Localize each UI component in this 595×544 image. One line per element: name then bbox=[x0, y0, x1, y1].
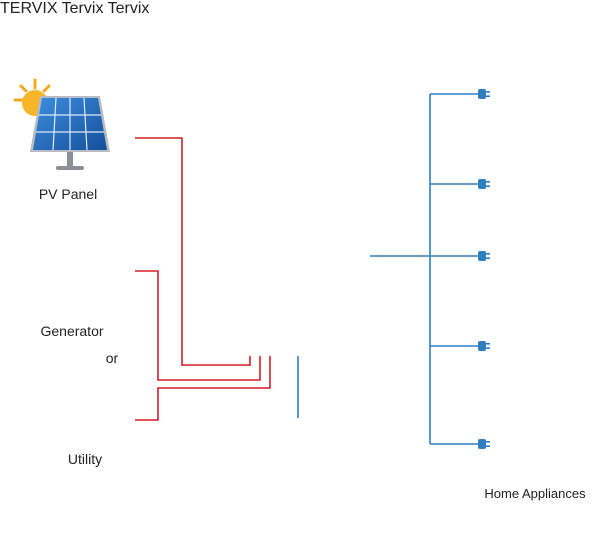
home-appliances-label: Home Appliances bbox=[484, 486, 586, 501]
generator-wire bbox=[135, 270, 261, 381]
plug-icon bbox=[478, 89, 490, 99]
output-wires bbox=[297, 93, 478, 445]
plug-icon bbox=[478, 341, 490, 351]
input-wires bbox=[135, 137, 271, 421]
plug-icon bbox=[478, 179, 490, 189]
utility-wire bbox=[135, 356, 271, 421]
pv-panel-label: PV Panel bbox=[38, 186, 98, 202]
pv-wire bbox=[135, 137, 251, 366]
plug-icon bbox=[478, 439, 490, 449]
solar-panel-icon bbox=[30, 96, 110, 170]
inverter-icon: TERVIX bbox=[0, 0, 62, 17]
generator-label: Generator bbox=[40, 323, 104, 339]
brand-logo: TERVIX bbox=[0, 0, 58, 17]
or-label: or bbox=[105, 350, 119, 366]
plug-icons bbox=[478, 89, 490, 449]
battery-icon: Tervix Tervix bbox=[61, 0, 150, 17]
plug-icon bbox=[478, 251, 490, 261]
inverter-lcd: TERVIX bbox=[0, 0, 62, 17]
inverter-display-panel: TERVIX bbox=[0, 0, 62, 17]
utility-label: Utility bbox=[67, 451, 103, 467]
